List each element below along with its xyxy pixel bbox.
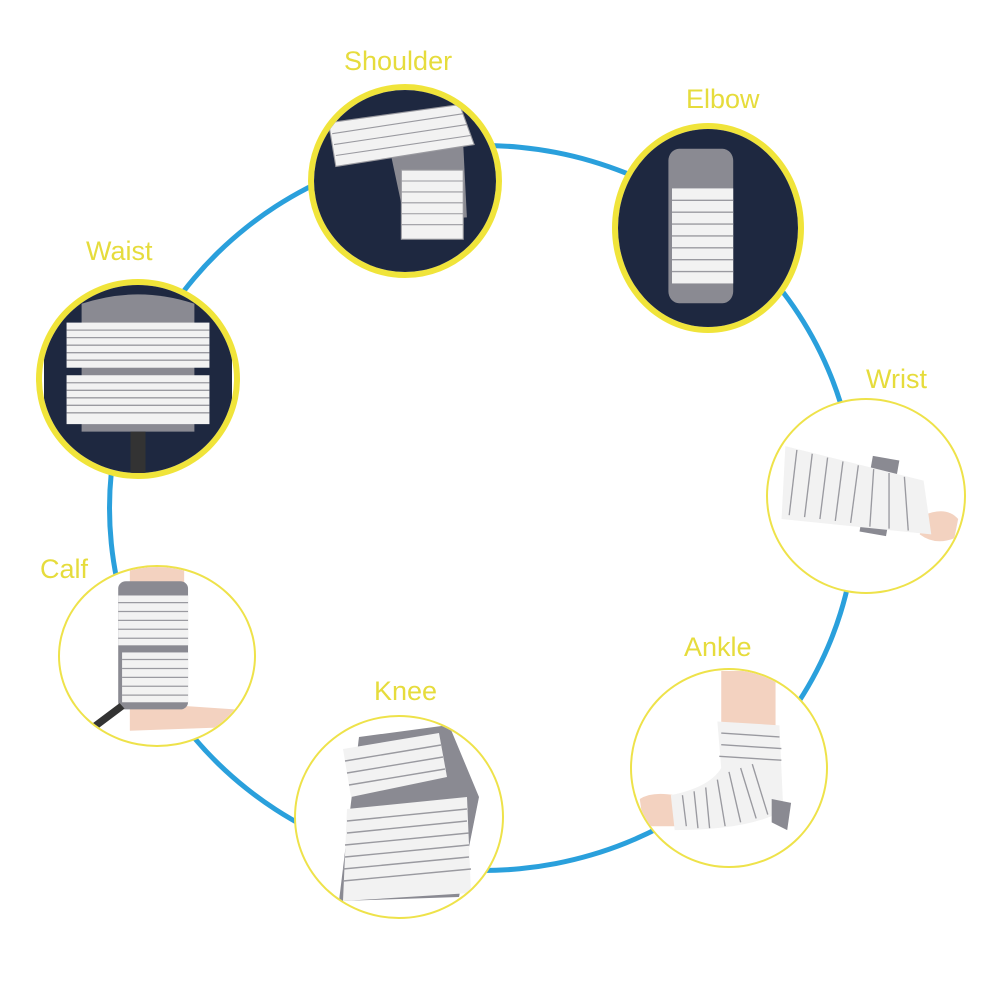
label-shoulder: Shoulder — [344, 46, 453, 76]
label-waist: Waist — [86, 236, 153, 266]
bubble-ankle — [630, 668, 828, 868]
wrist-wrap-image — [781, 446, 959, 542]
ankle-wrap-image — [639, 671, 792, 831]
bubble-calf — [58, 565, 256, 747]
waist-wrap-image — [44, 285, 232, 473]
calf-wrap-image — [76, 567, 239, 741]
elbow-wrap-image — [618, 129, 798, 327]
bubble-knee — [294, 715, 504, 919]
bubble-shoulder — [308, 84, 502, 278]
bubble-elbow — [612, 123, 804, 333]
shoulder-wrap-image — [314, 90, 496, 272]
label-ankle: Ankle — [684, 632, 752, 662]
label-wrist: Wrist — [866, 364, 927, 394]
label-elbow: Elbow — [686, 84, 760, 114]
bubble-wrist — [766, 398, 966, 594]
label-calf: Calf — [40, 554, 89, 584]
bubble-waist — [36, 279, 240, 479]
label-knee: Knee — [374, 676, 438, 706]
knee-wrap-image — [339, 725, 479, 901]
